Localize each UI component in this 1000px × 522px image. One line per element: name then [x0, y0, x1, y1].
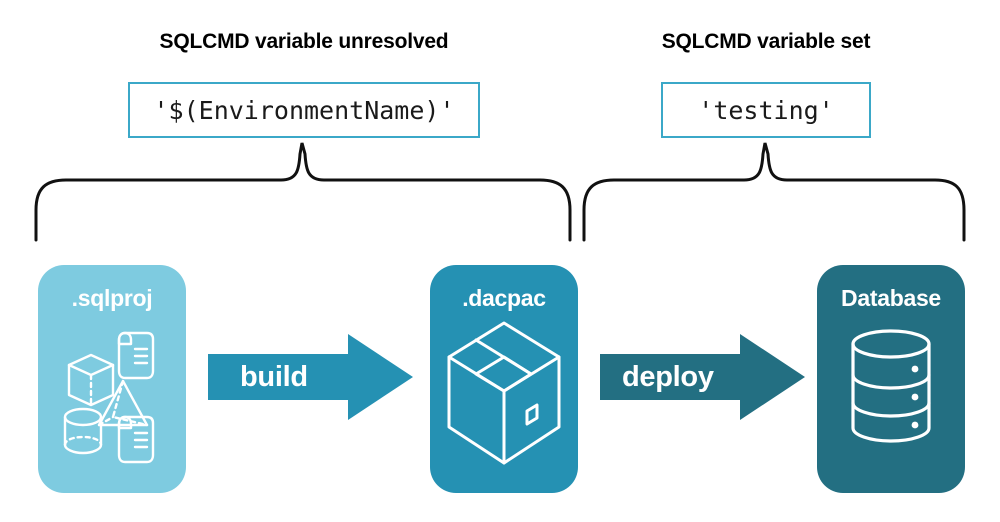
sqlcmd-variable-set-box: 'testing' — [661, 82, 871, 138]
package-box-icon — [447, 321, 561, 465]
sqlcmd-variable-unresolved-box: '$(EnvironmentName)' — [128, 82, 480, 138]
database-cylinder-icon — [851, 329, 931, 443]
node-dacpac-label: .dacpac — [462, 285, 546, 311]
node-database-art — [817, 327, 965, 451]
script-icon — [117, 415, 155, 464]
brace-left-icon — [34, 142, 572, 242]
brace-right-icon — [582, 142, 966, 242]
node-database-label: Database — [841, 285, 941, 311]
arrow-deploy: deploy — [600, 332, 805, 422]
annotation-heading-left: SQLCMD variable unresolved — [159, 30, 449, 53]
annotation-heading-right: SQLCMD variable set — [661, 30, 871, 53]
script-icon — [117, 331, 155, 380]
cylinder-icon — [63, 407, 103, 455]
sqlcmd-variable-unresolved-value: '$(EnvironmentName)' — [153, 95, 455, 125]
node-database: Database — [817, 265, 965, 493]
arrow-deploy-icon — [600, 334, 805, 420]
cube-icon — [67, 353, 115, 407]
arrow-build: build — [208, 332, 413, 422]
arrow-build-icon — [208, 334, 413, 420]
node-sqlproj-art — [38, 321, 186, 471]
brace-group — [34, 142, 966, 242]
sqlcmd-variable-set-value: 'testing' — [698, 95, 834, 125]
node-dacpac-art — [430, 317, 578, 469]
node-sqlproj: .sqlproj — [38, 265, 186, 493]
node-dacpac: .dacpac — [430, 265, 578, 493]
node-sqlproj-label: .sqlproj — [71, 285, 153, 311]
